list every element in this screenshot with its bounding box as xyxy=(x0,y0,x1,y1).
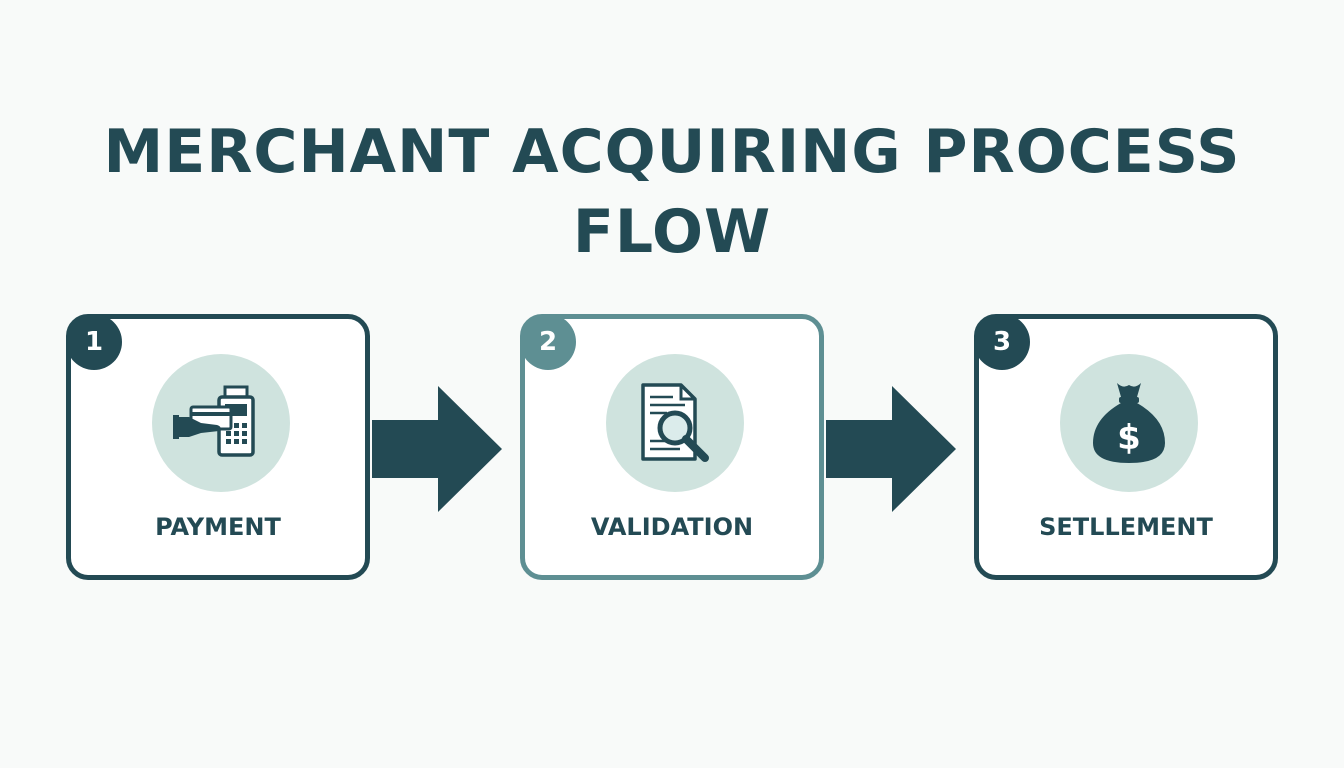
arrow-right-icon xyxy=(372,386,502,512)
step-label: SETLLEMENT xyxy=(1039,513,1213,541)
icon-circle: $ xyxy=(1060,354,1198,492)
step-number-badge: 3 xyxy=(974,314,1030,370)
step-label: VALIDATION xyxy=(590,513,754,541)
page-title: MERCHANT ACQUIRING PROCESS FLOW xyxy=(103,117,1241,267)
money-bag-icon: $ xyxy=(1093,383,1165,463)
icon-circle xyxy=(606,354,744,492)
arrow-right-icon xyxy=(826,386,956,512)
step-number-badge: 1 xyxy=(66,314,122,370)
card-payment-terminal-icon xyxy=(173,385,255,457)
step-card-validation: 2 VALIDATION xyxy=(520,314,824,580)
svg-text:$: $ xyxy=(1117,418,1141,458)
step-number-badge: 2 xyxy=(520,314,576,370)
step-card-settlement: 3 $ SETLLEMENT xyxy=(974,314,1278,580)
icon-circle xyxy=(152,354,290,492)
step-card-payment: 1 PAYMENT xyxy=(66,314,370,580)
document-magnifier-icon xyxy=(641,383,709,462)
step-label: PAYMENT xyxy=(155,513,281,541)
